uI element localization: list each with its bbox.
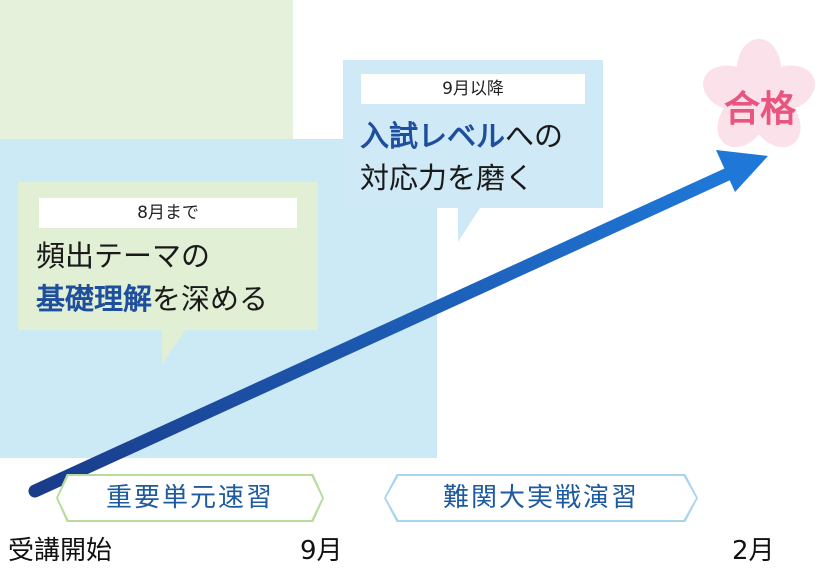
axis-label-start: 受講開始: [8, 536, 113, 566]
callout-basics-line2: 基礎理解を深める: [36, 281, 268, 317]
period-tag-until-august: 8月まで: [39, 198, 297, 228]
goal-label: 合格: [723, 89, 796, 130]
phase1-background: [0, 0, 293, 139]
callout-exam-level-rest: への: [505, 119, 564, 153]
phase2-label: 難関大実戦演習: [386, 476, 696, 520]
callout-exam-level-line1: 入試レベルへの: [360, 118, 563, 154]
callout-basics-line1: 頻出テーマの: [36, 239, 211, 273]
callout-exam-level-highlight: 入試レベル: [360, 119, 506, 153]
phase1-label: 重要単元速習: [58, 476, 322, 520]
callout-basics-tail: [162, 330, 186, 364]
callout-basics-rest: を深める: [152, 282, 269, 316]
axis-label-september: 9月: [300, 536, 343, 566]
callout-exam-level-line2: 対応力を磨く: [360, 161, 535, 195]
callout-exam-level-tail: [458, 208, 480, 242]
callout-basics-highlight: 基礎理解: [36, 282, 153, 316]
period-tag-from-september: 9月以降: [361, 74, 585, 104]
sakura-flower-icon: [703, 39, 815, 148]
axis-label-february: 2月: [732, 536, 775, 566]
